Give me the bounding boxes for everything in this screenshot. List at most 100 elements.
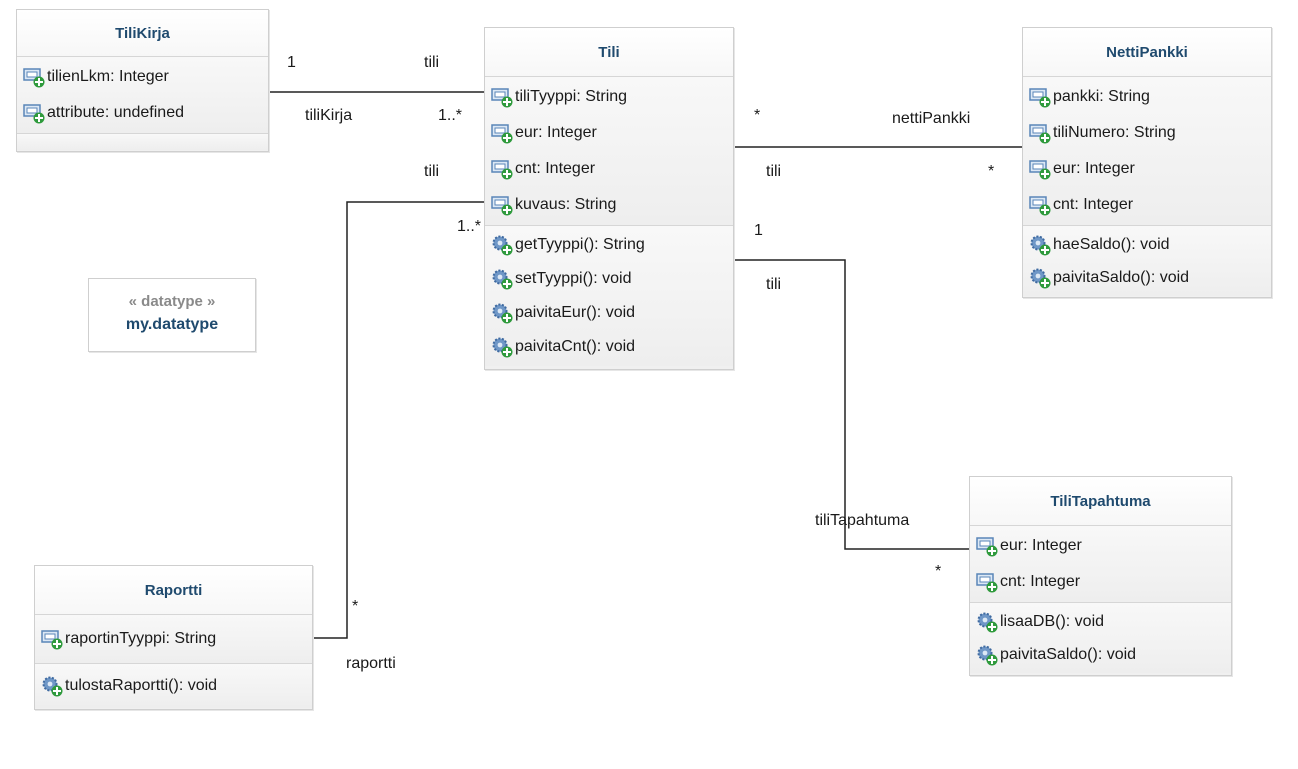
attribute-text: cnt: Integer xyxy=(515,160,596,177)
attributes-section: eur: Integer cnt: Integer xyxy=(970,526,1231,603)
attribute-text: tilienLkm: Integer xyxy=(47,68,169,85)
attribute-icon xyxy=(1029,122,1051,144)
role-tili-raportti: tili xyxy=(424,163,440,180)
class-tili[interactable]: Tili tiliTyyppi: String eur: Integer cnt… xyxy=(484,27,734,370)
attribute-icon xyxy=(41,628,63,650)
mult-tilitapahtuma: * xyxy=(935,563,942,580)
attribute-text: cnt: Integer xyxy=(1053,196,1134,213)
operation-row[interactable]: tulostaRaportti(): void xyxy=(41,668,312,704)
attribute-row[interactable]: eur: Integer xyxy=(1029,151,1271,187)
attribute-text: tiliTyyppi: String xyxy=(515,88,628,105)
datatype-stereotype: « datatype » xyxy=(128,293,216,310)
attribute-text: attribute: undefined xyxy=(47,104,184,121)
attribute-row[interactable]: raportinTyyppi: String xyxy=(41,621,312,657)
attribute-text: kuvaus: String xyxy=(515,196,617,213)
role-tili: tili xyxy=(424,54,440,71)
operation-row[interactable]: haeSaldo(): void xyxy=(1029,228,1271,261)
operation-text: paivitaSaldo(): void xyxy=(1053,268,1190,286)
operation-icon xyxy=(976,611,998,633)
attribute-icon xyxy=(491,158,513,180)
attribute-row[interactable]: tilienLkm: Integer xyxy=(23,59,268,95)
attribute-icon xyxy=(976,535,998,557)
operation-text: lisaaDB(): void xyxy=(1000,612,1105,630)
attribute-text: cnt: Integer xyxy=(1000,573,1081,590)
operation-icon xyxy=(976,644,998,666)
operations-section: getTyyppi(): String setTyyppi(): void pa… xyxy=(485,226,733,366)
class-name: NettiPankki xyxy=(1023,28,1271,77)
class-name: Tili xyxy=(485,28,733,77)
attribute-icon xyxy=(491,86,513,108)
class-tilitapahtuma[interactable]: TiliTapahtuma eur: Integer cnt: Integer … xyxy=(969,476,1232,676)
class-name: TiliTapahtuma xyxy=(970,477,1231,526)
class-raportti[interactable]: Raportti raportinTyyppi: String tulostaR… xyxy=(34,565,313,710)
operation-icon xyxy=(491,336,513,358)
mult-tili: 1..* xyxy=(438,107,463,124)
operation-row[interactable]: getTyyppi(): String xyxy=(491,228,733,262)
attribute-text: pankki: String xyxy=(1053,88,1150,105)
attribute-row[interactable]: cnt: Integer xyxy=(491,151,733,187)
role-raportti: raportti xyxy=(346,655,396,672)
operation-text: paivitaCnt(): void xyxy=(515,338,636,355)
attributes-section: tilienLkm: Integer attribute: undefined xyxy=(17,57,268,134)
operation-icon xyxy=(1029,267,1051,289)
attribute-row[interactable]: tiliTyyppi: String xyxy=(491,79,733,115)
mult-nettipankki: * xyxy=(988,163,995,180)
operations-section: lisaaDB(): void paivitaSaldo(): void xyxy=(970,603,1231,673)
operation-icon xyxy=(491,268,513,290)
operation-text: haeSaldo(): void xyxy=(1053,235,1170,253)
attribute-row[interactable]: tiliNumero: String xyxy=(1029,115,1271,151)
operation-row[interactable]: paivitaSaldo(): void xyxy=(976,638,1231,671)
attribute-icon xyxy=(1029,194,1051,216)
role-nettipankki: nettiPankki xyxy=(892,110,971,127)
role-tili-netti: tili xyxy=(766,163,782,180)
operation-row[interactable]: setTyyppi(): void xyxy=(491,262,733,296)
operation-icon xyxy=(1029,234,1051,256)
mult-tili-raportti: 1..* xyxy=(457,218,482,235)
operations-section xyxy=(17,134,268,150)
attribute-icon xyxy=(491,122,513,144)
class-name: TiliKirja xyxy=(17,10,268,57)
class-tilikirja[interactable]: TiliKirja tilienLkm: Integer attribute: … xyxy=(16,9,269,152)
operation-row[interactable]: paivitaSaldo(): void xyxy=(1029,261,1271,294)
attribute-row[interactable]: kuvaus: String xyxy=(491,187,733,223)
attribute-icon xyxy=(23,102,45,124)
attribute-text: eur: Integer xyxy=(1053,160,1135,177)
attribute-row[interactable]: cnt: Integer xyxy=(1029,187,1271,223)
datatype-name: my.datatype xyxy=(125,316,219,333)
attribute-text: eur: Integer xyxy=(1000,537,1082,554)
attribute-icon xyxy=(491,194,513,216)
assoc-tili-tilitapahtuma[interactable] xyxy=(734,259,970,550)
attributes-section: tiliTyyppi: String eur: Integer cnt: Int… xyxy=(485,77,733,226)
attribute-row[interactable]: cnt: Integer xyxy=(976,564,1231,600)
operations-section: tulostaRaportti(): void xyxy=(35,664,312,708)
assoc-tili-raportti[interactable] xyxy=(313,201,484,639)
attribute-row[interactable]: attribute: undefined xyxy=(23,95,268,131)
attribute-row[interactable]: pankki: String xyxy=(1029,79,1271,115)
attribute-text: raportinTyyppi: String xyxy=(65,630,217,647)
operation-text: setTyyppi(): void xyxy=(515,270,632,287)
attribute-text: tiliNumero: String xyxy=(1053,124,1176,141)
class-name: Raportti xyxy=(35,566,312,615)
operation-text: getTyyppi(): String xyxy=(515,236,645,253)
operation-row[interactable]: paivitaEur(): void xyxy=(491,296,733,330)
mult-tilikirja: 1 xyxy=(287,54,296,71)
operation-row[interactable]: paivitaCnt(): void xyxy=(491,330,733,364)
operation-icon xyxy=(41,675,63,697)
attribute-icon xyxy=(976,571,998,593)
attribute-row[interactable]: eur: Integer xyxy=(491,115,733,151)
mult-tili-netti: * xyxy=(754,107,761,124)
operation-row[interactable]: lisaaDB(): void xyxy=(976,605,1231,638)
attribute-row[interactable]: eur: Integer xyxy=(976,528,1231,564)
mult-raportti: * xyxy=(352,598,359,615)
role-tili-tapahtuma: tili xyxy=(766,276,782,293)
operation-text: paivitaEur(): void xyxy=(515,304,636,321)
datatype-my-datatype[interactable]: « datatype » my.datatype xyxy=(88,278,256,352)
operation-text: tulostaRaportti(): void xyxy=(65,677,218,694)
attributes-section: pankki: String tiliNumero: String eur: I… xyxy=(1023,77,1271,226)
operation-icon xyxy=(491,234,513,256)
class-nettipankki[interactable]: NettiPankki pankki: String tiliNumero: S… xyxy=(1022,27,1272,298)
attribute-icon xyxy=(1029,86,1051,108)
mult-tili-tapahtuma: 1 xyxy=(754,222,763,239)
role-tilitapahtuma: tiliTapahtuma xyxy=(815,512,910,529)
